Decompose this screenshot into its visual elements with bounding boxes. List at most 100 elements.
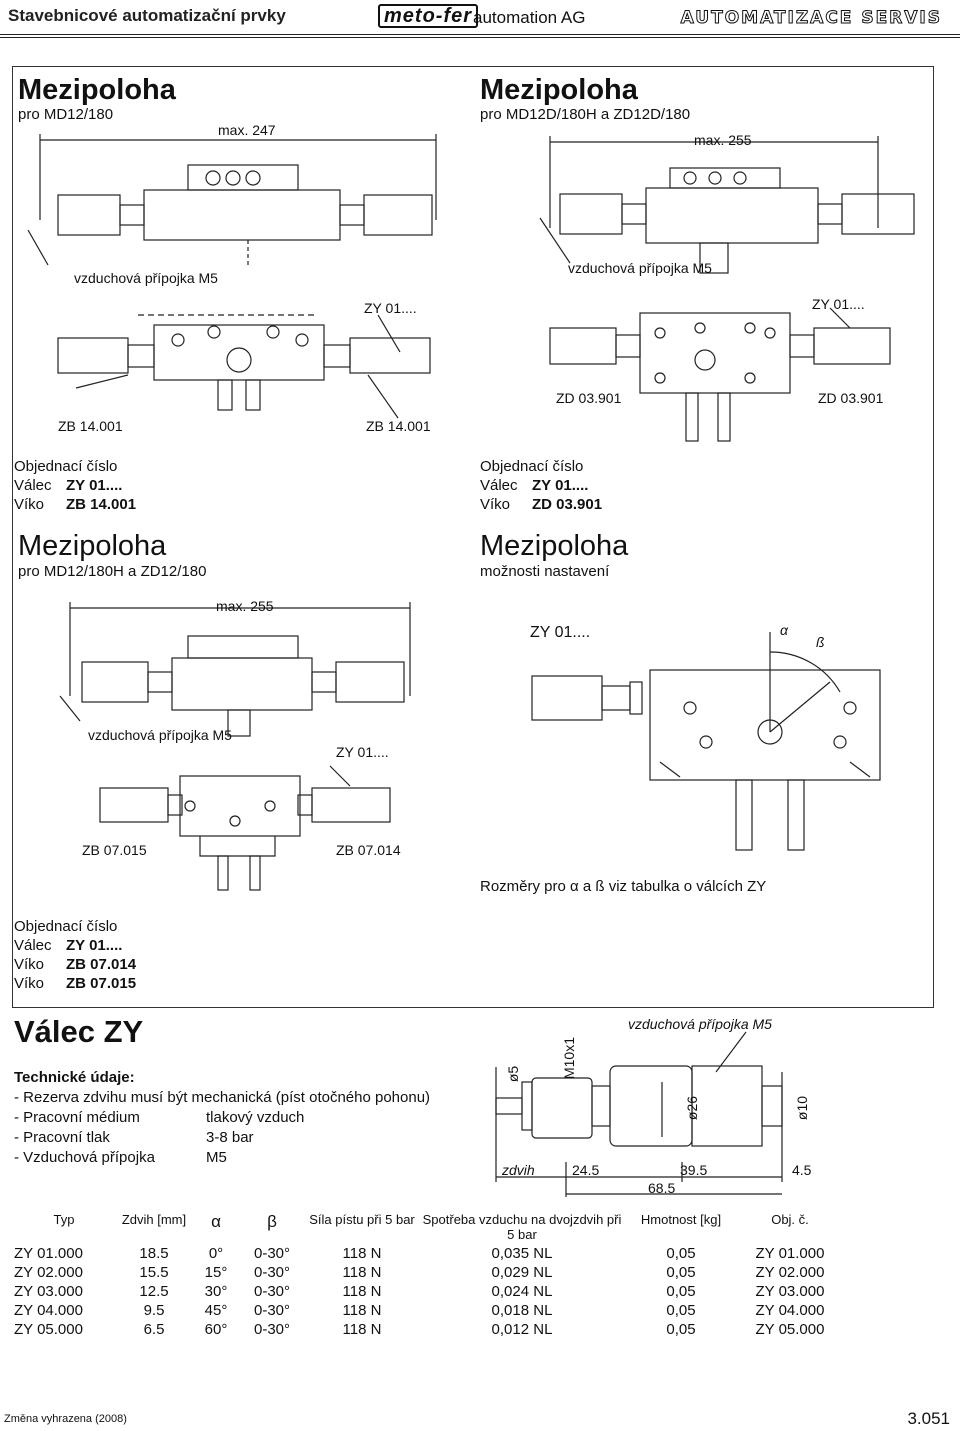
valec-d5: ø5 <box>505 1065 522 1083</box>
s2-drawing <box>500 128 920 448</box>
s1-drawing <box>18 120 458 440</box>
s4-alpha: α <box>780 622 788 638</box>
cell-beta: 0-30° <box>253 1321 291 1338</box>
s1-order-title: Objednací číslo <box>14 458 118 475</box>
valec-air: vzduchová přípojka M5 <box>628 1016 772 1032</box>
s1-order-val-1: ZB 14.001 <box>66 496 137 513</box>
s2-order-key-0: Válec <box>480 477 518 494</box>
cell-zdvih: 6.5 <box>143 1321 165 1338</box>
s1-order-val-0: ZY 01.... <box>66 477 123 494</box>
s4-note: Rozměry pro α a ß viz tabulka o válcích … <box>480 878 767 895</box>
page-number: 3.051 <box>907 1409 950 1428</box>
cell-obj: ZY 04.000 <box>755 1302 825 1319</box>
s4-subtitle: možnosti nastavení <box>480 563 610 580</box>
s2-part-label: ZY 01.... <box>812 296 865 312</box>
s1-part-label: ZY 01.... <box>364 300 417 316</box>
valec-title: Válec ZY <box>14 1014 144 1049</box>
header-title: Stavebnicové automatizační prvky <box>8 6 286 25</box>
th-zdvih: Zdvih [mm] <box>121 1212 187 1227</box>
s3-order-val-0: ZY 01.... <box>66 937 123 954</box>
th-alpha: α <box>211 1212 221 1231</box>
s4-part-label: ZY 01.... <box>530 624 591 641</box>
valec-thread: M10x1 <box>561 1036 578 1080</box>
cell-beta: 0-30° <box>253 1264 291 1281</box>
cell-alpha: 60° <box>204 1321 228 1338</box>
s3-dim: max. 255 <box>216 598 274 614</box>
cell-spotreba: 0,035 NL <box>491 1245 553 1262</box>
cell-alpha: 15° <box>204 1264 228 1281</box>
s1-order: Objednací číslo Válec ZY 01.... Víko ZB 14… <box>14 457 136 514</box>
th-typ: Typ <box>53 1212 75 1227</box>
cell-hmotnost: 0,05 <box>666 1321 696 1338</box>
s3-subtitle: pro MD12/180H a ZD12/180 <box>18 563 207 580</box>
s3-order-val-2: ZB 07.015 <box>66 975 137 992</box>
s4-beta: ß <box>816 634 825 650</box>
cell-obj: ZY 05.000 <box>755 1321 825 1338</box>
content-frame <box>12 66 934 1008</box>
s3-order: Objednací číslo Válec ZY 01.... Víko ZB 07… <box>14 917 136 993</box>
spec-table: Typ Zdvih [mm] α β Síla pístu při 5 bar … <box>12 1210 842 1339</box>
cell-spotreba: 0,012 NL <box>491 1321 553 1338</box>
s3-order-key-0: Válec <box>14 937 52 954</box>
s3-order-title: Objednací číslo <box>14 918 118 935</box>
cell-typ: ZY 05.000 <box>14 1321 83 1338</box>
th-beta: β <box>267 1212 277 1231</box>
cell-spotreba: 0,024 NL <box>491 1283 553 1300</box>
s2-order-val-1: ZD 03.901 <box>532 496 603 513</box>
cell-typ: ZY 03.000 <box>14 1283 83 1300</box>
cell-beta: 0-30° <box>253 1302 291 1319</box>
cell-alpha: 30° <box>204 1283 228 1300</box>
brand-logo: AUTOMATIZACE SERVIS <box>680 8 942 29</box>
s1-subtitle: pro MD12/180 <box>18 106 114 123</box>
s2-air: vzduchová přípojka M5 <box>568 260 712 276</box>
s3-order-key-2: Víko <box>14 975 45 992</box>
th-sila: Síla pístu při 5 bar <box>309 1212 415 1227</box>
cell-obj: ZY 03.000 <box>755 1283 825 1300</box>
th-obj: Obj. č. <box>771 1212 809 1227</box>
cell-beta: 0-30° <box>253 1245 291 1262</box>
s2-subtitle: pro MD12D/180H a ZD12D/180 <box>480 106 691 123</box>
cell-spotreba: 0,018 NL <box>491 1302 553 1319</box>
cell-zdvih: 9.5 <box>143 1302 165 1319</box>
cell-typ: ZY 04.000 <box>14 1302 83 1319</box>
s3-part-label: ZY 01.... <box>336 744 389 760</box>
s3-drawing <box>40 596 440 896</box>
header-rule <box>0 34 960 35</box>
s3-cap-right: ZB 07.014 <box>336 842 401 858</box>
th-spotreba: Spotřeba vzduchu na dvojzdvih při 5 bar <box>422 1212 622 1242</box>
s1-order-key-1: Víko <box>14 496 45 513</box>
s1-order-key-0: Válec <box>14 477 52 494</box>
s3-title: Mezipoloha <box>18 530 167 562</box>
s4-title: Mezipoloha <box>480 530 629 562</box>
cell-sila: 118 N <box>342 1302 382 1319</box>
cell-sila: 118 N <box>342 1321 382 1338</box>
footer-note: Změna vyhrazena (2008) <box>4 1413 127 1425</box>
valec-d26: ø26 <box>684 1095 701 1121</box>
s1-dim: max. 247 <box>218 122 276 138</box>
s4-drawing <box>510 612 900 862</box>
header-rule-2 <box>0 37 960 38</box>
tech-title: Technické údaje: <box>14 1069 135 1086</box>
s3-cap-left: ZB 07.015 <box>82 842 147 858</box>
s2-cap-right: ZD 03.901 <box>818 390 884 406</box>
cell-hmotnost: 0,05 <box>666 1245 696 1262</box>
s2-order-key-1: Víko <box>480 496 511 513</box>
s2-order-title: Objednací číslo <box>480 458 584 475</box>
cell-beta: 0-30° <box>253 1283 291 1300</box>
s2-order-val-0: ZY 01.... <box>532 477 589 494</box>
s2-order: Objednací číslo Válec ZY 01.... Víko ZD 03… <box>480 457 602 514</box>
cell-spotreba: 0,029 NL <box>491 1264 553 1281</box>
table-header-row: Typ Zdvih [mm] α β Síla pístu při 5 bar … <box>12 1210 842 1244</box>
company-name: automation AG <box>473 8 586 27</box>
cell-typ: ZY 02.000 <box>14 1264 83 1281</box>
valec-total: 68.5 <box>648 1180 676 1196</box>
table-row: ZY 05.000 6.5 60° 0-30° 118 N 0,012 NL 0,05 ZY … <box>12 1320 842 1339</box>
cell-alpha: 45° <box>204 1302 228 1319</box>
cell-sila: 118 N <box>342 1264 382 1281</box>
